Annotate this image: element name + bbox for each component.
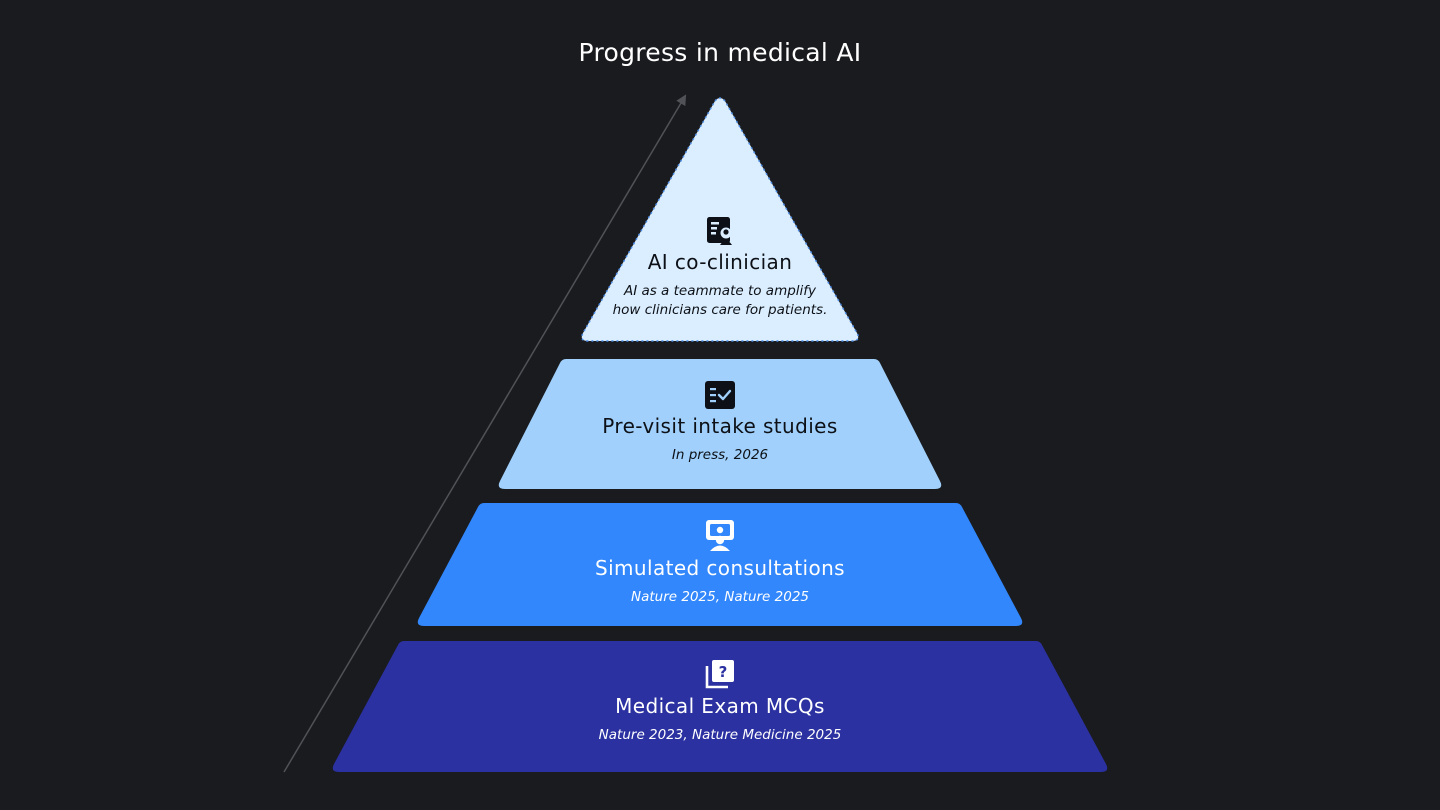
tier-subtitle-line: how clinicians care for patients. [612,302,828,318]
tier-ai-co-clinician: AI co-clinician AI as a teammate to ampl… [0,214,1440,320]
tier-medical-exam-mcqs-shape [332,641,1108,772]
checklist-icon [705,381,735,409]
video-consultation-icon [706,520,734,551]
tier-subtitle: AI as a teammate to amplify how clinicia… [0,282,1440,320]
tier-pre-visit-intake-shape [498,359,942,489]
tier-title: Medical Exam MCQs [615,694,825,718]
tier-subtitle-line: AI as a teammate to amplify [623,283,817,299]
tier-title: Pre-visit intake studies [602,414,838,438]
tier-medical-exam-mcqs: ? Medical Exam MCQs Nature 2023, Nature … [0,658,1440,745]
tier-subtitle: In press, 2026 [671,447,769,463]
progress-arrow [283,94,687,773]
tier-pre-visit-intake: Pre-visit intake studies In press, 2026 [0,380,1440,465]
clinician-report-icon [707,217,732,245]
page-title: Progress in medical AI [578,38,862,67]
tier-subtitle: Nature 2023, Nature Medicine 2025 [598,727,842,743]
svg-text:?: ? [719,663,728,681]
tier-subtitle: Nature 2025, Nature 2025 [630,589,810,605]
tier-simulated-consultations: Simulated consultations Nature 2025, Nat… [0,518,1440,607]
tier-title: AI co-clinician [647,250,793,274]
tier-title: Simulated consultations [594,556,845,580]
quiz-icon: ? [705,660,734,689]
tier-simulated-consultations-shape [417,503,1023,626]
